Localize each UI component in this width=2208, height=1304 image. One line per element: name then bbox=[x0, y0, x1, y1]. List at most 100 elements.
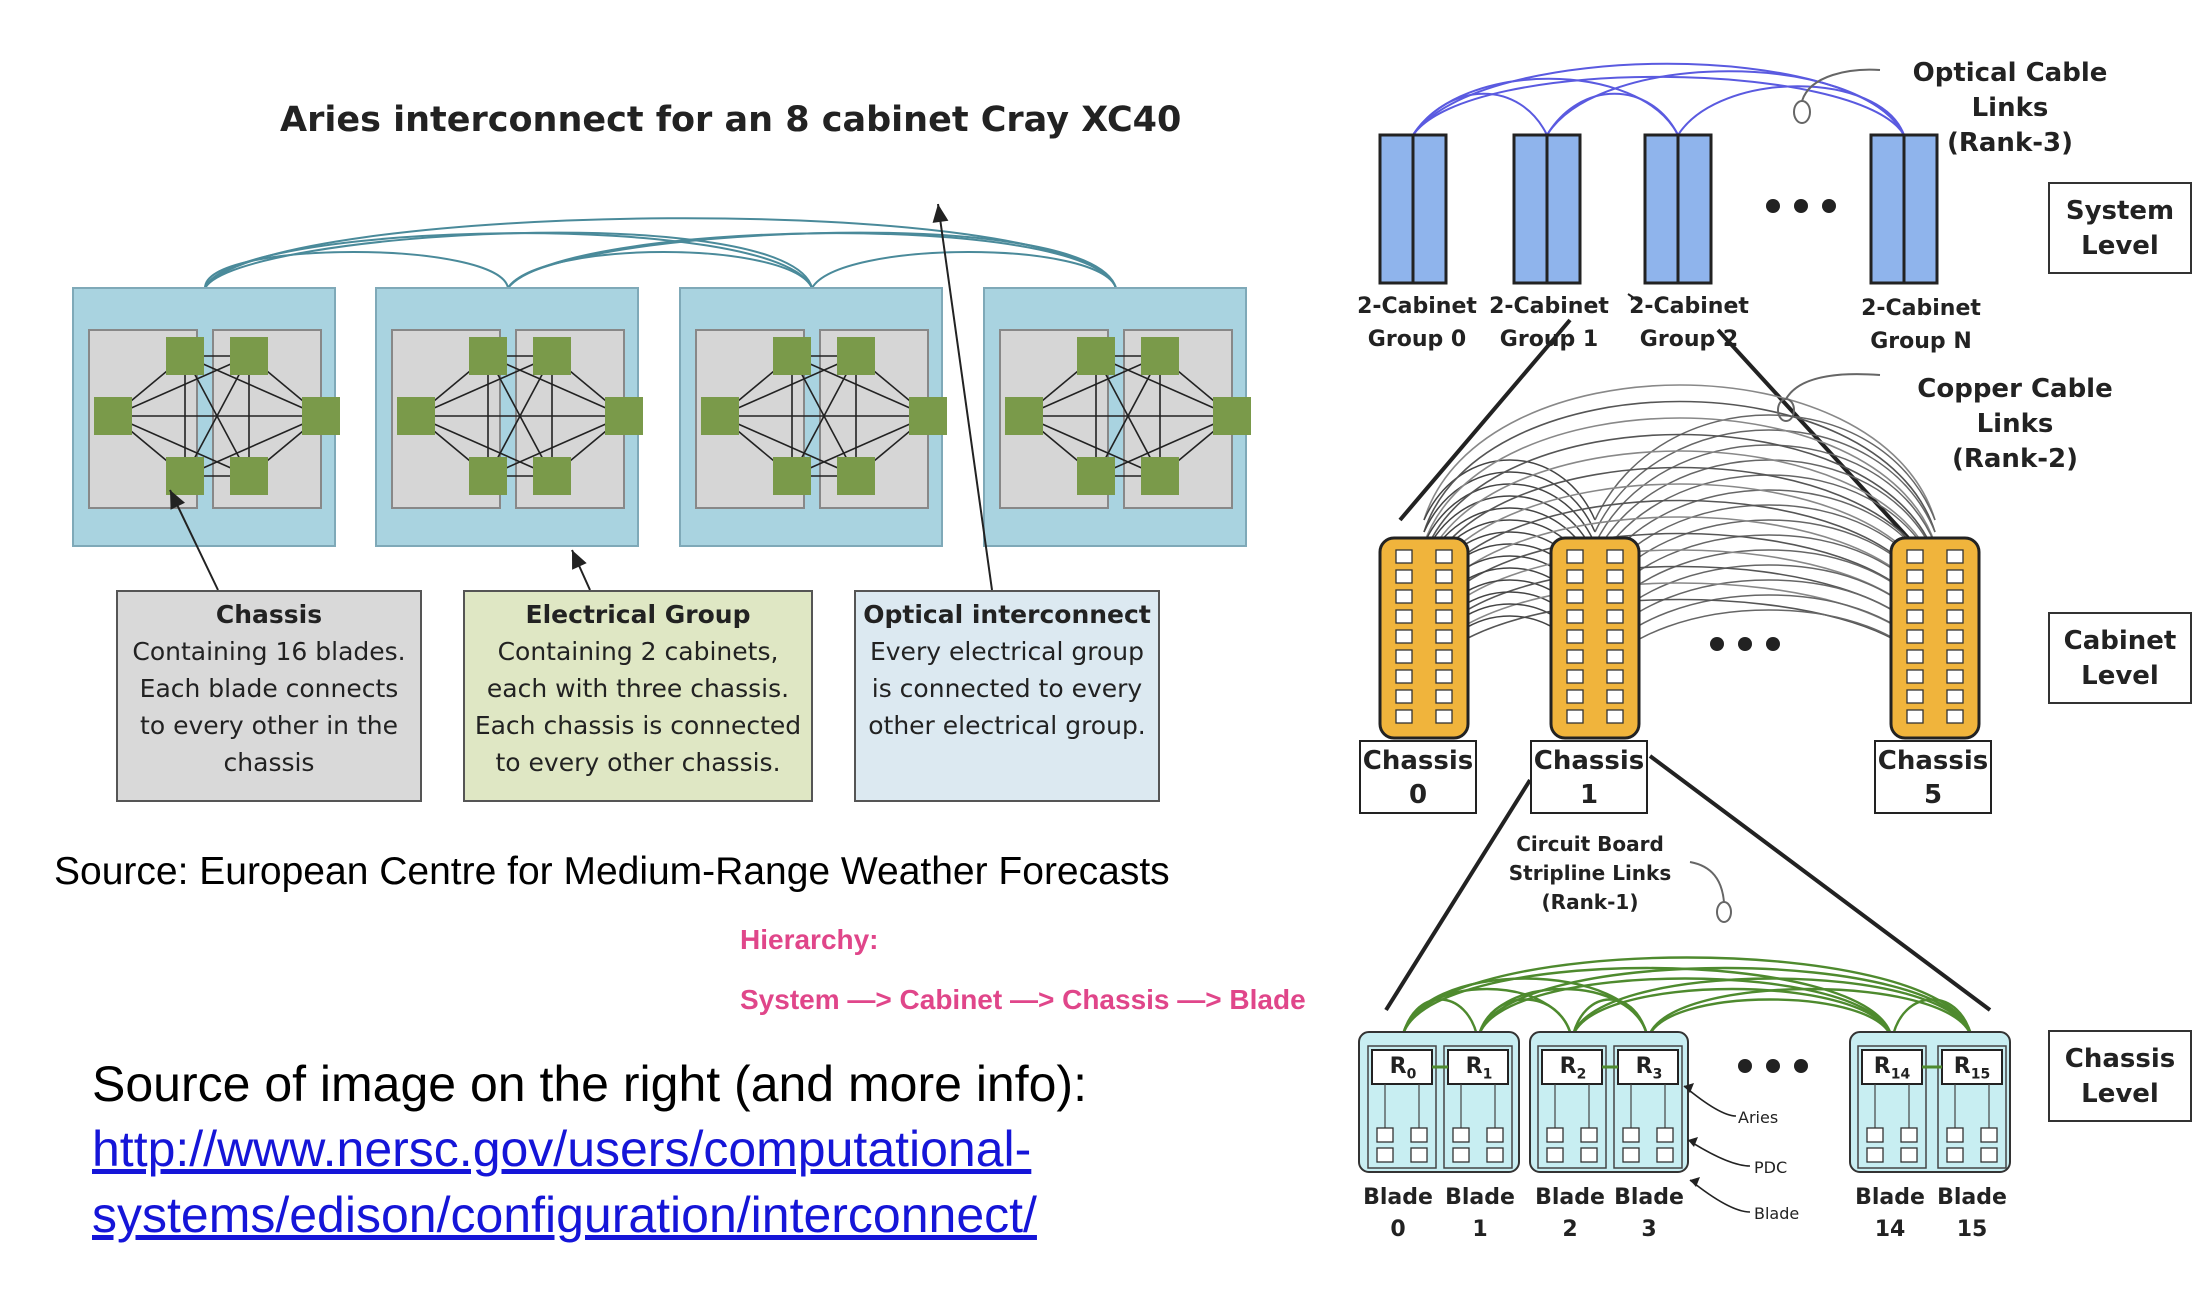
blade-slot bbox=[1606, 669, 1624, 684]
blade-node bbox=[94, 397, 132, 435]
blade-slot bbox=[1606, 589, 1624, 604]
blade-node bbox=[1213, 397, 1251, 435]
stripline-link-rank1 bbox=[1476, 966, 1974, 1041]
pdc-node bbox=[1452, 1147, 1470, 1163]
group-label: 2-Cabinet Group 2 bbox=[1624, 290, 1754, 356]
pdc-node bbox=[1410, 1127, 1428, 1143]
pdc-node bbox=[1486, 1127, 1504, 1143]
group-label-line: 2-Cabinet bbox=[1861, 296, 1981, 321]
ellipsis-dot bbox=[1766, 199, 1780, 213]
cable-bundle-marker bbox=[1793, 100, 1811, 124]
cabinet-level-label: Cabinet bbox=[2063, 626, 2177, 656]
chassis-level-label: Level bbox=[2081, 1079, 2159, 1109]
copper-cable-rank2 bbox=[1594, 459, 1936, 557]
cabinet-level-label: Level bbox=[2081, 661, 2159, 691]
aries-router bbox=[1617, 1049, 1679, 1085]
zoom-line bbox=[1398, 318, 1572, 522]
blade-slot bbox=[1435, 649, 1453, 664]
blade-slot bbox=[1946, 609, 1964, 624]
nersc-link-line-1[interactable]: http://www.nersc.gov/users/computational… bbox=[92, 1121, 1032, 1177]
pdc-node bbox=[1376, 1127, 1394, 1143]
chassis-link bbox=[487, 415, 625, 477]
ellipsis-dot bbox=[1738, 1059, 1752, 1073]
electrical-group-info-line: each with three chassis. bbox=[486, 674, 790, 703]
optical-cable bbox=[811, 251, 1117, 289]
blade-node bbox=[1077, 457, 1115, 495]
blade-slot bbox=[1435, 589, 1453, 604]
chassis-link bbox=[487, 355, 625, 417]
circuit-label-leader bbox=[1689, 861, 1725, 903]
blade-slot bbox=[1946, 589, 1964, 604]
blade-outline bbox=[1367, 1045, 1437, 1169]
stripline-link-rank1 bbox=[1646, 987, 1974, 1041]
blade-slot bbox=[1906, 589, 1924, 604]
chassis-label-box: Chassis 5 bbox=[1874, 740, 1992, 814]
blade-slot bbox=[1566, 589, 1584, 604]
zoom-line bbox=[1648, 754, 1992, 1012]
router-name: R3 bbox=[1635, 1054, 1663, 1083]
stripline-link-rank1 bbox=[1646, 998, 1894, 1041]
pdc-node bbox=[1866, 1127, 1884, 1143]
blade-node bbox=[837, 337, 875, 375]
router-name: R2 bbox=[1559, 1054, 1587, 1083]
chassis-label-line: Chassis bbox=[1362, 746, 1474, 776]
pdc-component-label: PDC bbox=[1754, 1158, 1788, 1177]
blade-slot bbox=[1906, 709, 1924, 724]
copper-cable-rank2 bbox=[1423, 417, 1936, 545]
group-label-line: 2-Cabinet bbox=[1629, 294, 1749, 319]
optical-cable-rank3 bbox=[1412, 77, 1679, 136]
blade-slot bbox=[1606, 689, 1624, 704]
optical-arrow-head bbox=[932, 204, 949, 223]
blade-slot bbox=[1566, 709, 1584, 724]
blade-slot bbox=[1435, 689, 1453, 704]
blade-component-label: Blade bbox=[1754, 1204, 1800, 1223]
blade-slot bbox=[1566, 609, 1584, 624]
blade-slot bbox=[1395, 589, 1413, 604]
blade-slot bbox=[1906, 689, 1924, 704]
optical-cable-rank3 bbox=[1677, 85, 1905, 136]
copper-links-line: (Rank-2) bbox=[1951, 444, 2078, 474]
electrical-group-info-line: Containing 2 cabinets, bbox=[497, 637, 779, 666]
ecmwf-source-caption: Source: European Centre for Medium-Range… bbox=[54, 850, 1170, 893]
router-label: R14 bbox=[1862, 1054, 1922, 1082]
copper-cable-rank2 bbox=[1423, 384, 1936, 521]
chassis-link bbox=[112, 415, 250, 477]
blade-slot bbox=[1435, 609, 1453, 624]
optical-interconnect-info-box: Optical interconnect Every electrical gr… bbox=[854, 590, 1160, 802]
chassis-label-line: 1 bbox=[1579, 780, 1599, 810]
electrical-group-info-box: Electrical Group Containing 2 cabinets, … bbox=[463, 590, 813, 802]
nersc-link-line-2[interactable]: systems/edison/configuration/interconnec… bbox=[92, 1187, 1037, 1243]
zoom-tick bbox=[1627, 293, 1641, 303]
blade-node bbox=[701, 397, 739, 435]
chassis-label-box: Chassis 0 bbox=[1359, 740, 1477, 814]
blade-node bbox=[533, 457, 571, 495]
chassis-info-line: Each blade connects bbox=[139, 674, 399, 703]
copper-cable-rank2 bbox=[1423, 483, 1936, 593]
blade-slot bbox=[1435, 549, 1453, 564]
optical-links-line: Optical Cable Links bbox=[1912, 58, 2108, 123]
component-pointer-head bbox=[1688, 1137, 1698, 1147]
copper-label-leader bbox=[1785, 373, 1881, 400]
blade-label-line: Blade bbox=[1855, 1185, 1925, 1210]
chassis-level-label: Chassis bbox=[2064, 1044, 2176, 1074]
blade-slot bbox=[1566, 669, 1584, 684]
blade-label: Blade 0 bbox=[1358, 1182, 1438, 1246]
copper-cable-rank2 bbox=[1423, 400, 1936, 533]
router-name: R1 bbox=[1465, 1054, 1493, 1083]
group-label-line: 2-Cabinet bbox=[1489, 294, 1609, 319]
blade-node bbox=[469, 337, 507, 375]
optical-cable bbox=[507, 231, 1117, 289]
chassis-arrow-head bbox=[170, 490, 186, 510]
stripline-link-rank1 bbox=[1476, 977, 1894, 1041]
router-name: R15 bbox=[1953, 1054, 1991, 1083]
copper-cable-rank2 bbox=[1594, 444, 1936, 545]
blade-outline bbox=[1443, 1045, 1513, 1169]
pdc-node bbox=[1866, 1147, 1884, 1163]
blade-node bbox=[397, 397, 435, 435]
system-level-label: System bbox=[2065, 196, 2175, 226]
ellipsis-dot bbox=[1738, 637, 1752, 651]
blade-slot bbox=[1395, 689, 1413, 704]
blade-label-line: Blade bbox=[1445, 1185, 1515, 1210]
router-label: R3 bbox=[1624, 1054, 1674, 1082]
system-level-label: Level bbox=[2081, 231, 2159, 261]
